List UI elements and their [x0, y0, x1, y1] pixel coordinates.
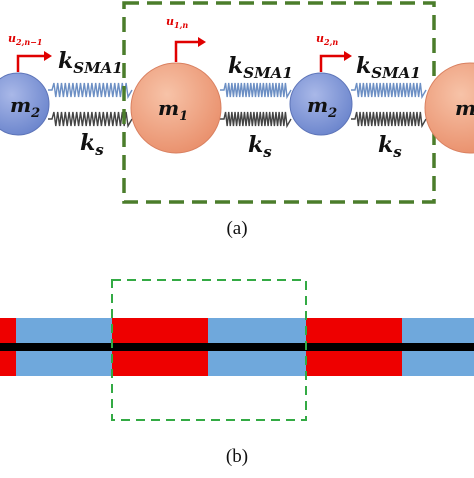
mass-m1-right: m [424, 62, 474, 154]
displacement-arrow-u1n: u1,n [166, 15, 206, 62]
svg-text:u1,n: u1,n [166, 15, 188, 30]
caption-b: (b) [225, 446, 249, 467]
spring-label-ksma1-2: kSMA1 [228, 53, 293, 82]
spring-sma-3 [351, 82, 427, 100]
spring-label-ks-1: ks [80, 130, 104, 159]
spring-label-ks-3: ks [378, 132, 402, 161]
rod [0, 343, 474, 351]
svg-text:m2: m2 [307, 93, 337, 121]
svg-text:m1: m1 [158, 96, 188, 124]
caption-a: (a) [226, 218, 248, 239]
spring-sma-2 [220, 82, 292, 100]
mass-m2-center: m2 [289, 72, 353, 136]
svg-text:u2,n−1: u2,n−1 [8, 32, 42, 47]
svg-text:u2,n: u2,n [316, 32, 338, 47]
mass-m2-left: m2 [0, 72, 50, 136]
spring-label-ksma1-1: kSMA1 [58, 48, 123, 77]
unit-cell-box-bottom [111, 279, 307, 421]
spring-s-3 [351, 111, 427, 129]
displacement-arrow-u2n-1: u2,n−1 [8, 32, 52, 72]
spring-s-2 [220, 111, 292, 129]
displacement-arrow-u2n: u2,n [316, 32, 352, 72]
svg-text:m: m [455, 96, 474, 120]
spring-sma-1 [48, 82, 133, 100]
springs [48, 82, 427, 129]
spring-label-ks-2: ks [248, 132, 272, 161]
spring-label-ksma1-3: kSMA1 [356, 53, 421, 82]
spring-s-1 [48, 111, 133, 129]
svg-text:m2: m2 [10, 93, 40, 121]
mass-m1-center: m1 [130, 62, 222, 154]
